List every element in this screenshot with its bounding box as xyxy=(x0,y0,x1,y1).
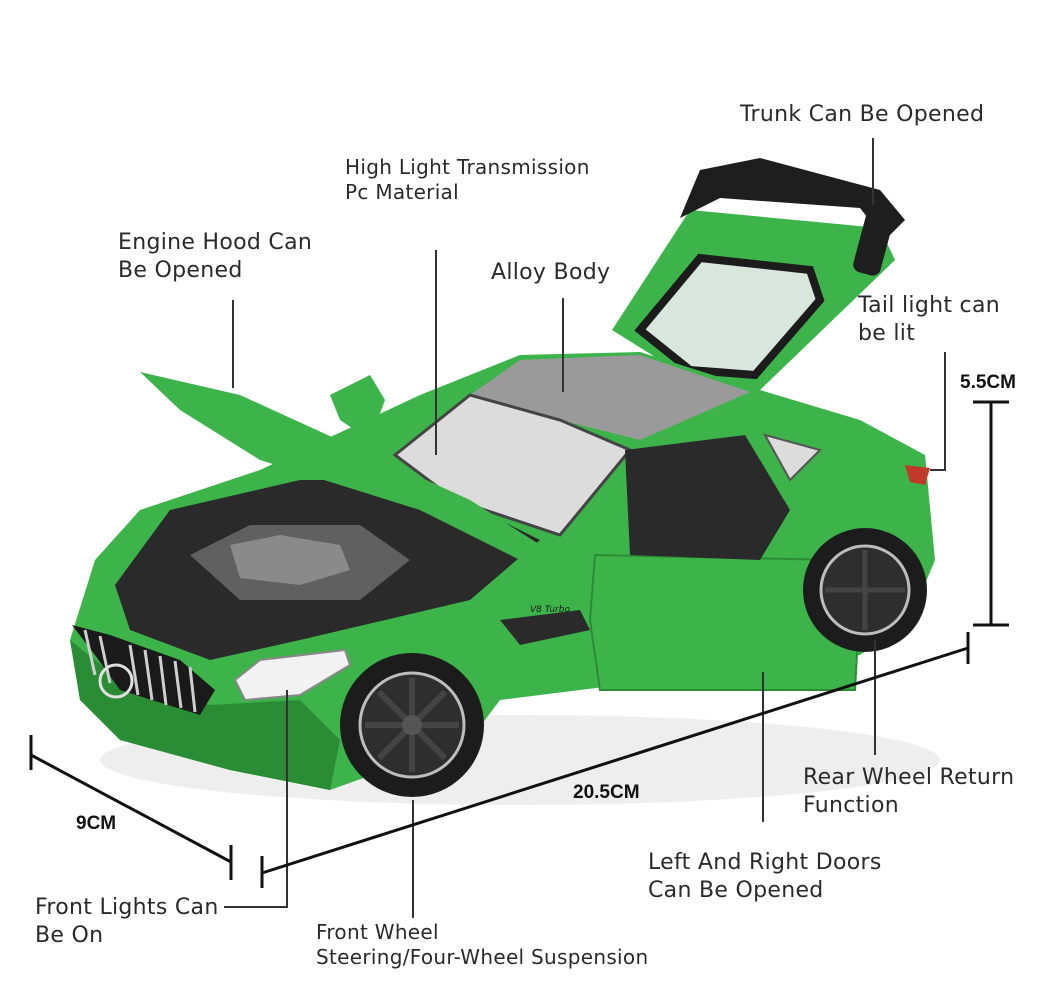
tail-light-line-2: be lit xyxy=(858,321,916,346)
front-lights-leader-line xyxy=(224,690,288,908)
front-wheel xyxy=(340,653,484,797)
callout-lines xyxy=(224,138,946,918)
dimension-lines xyxy=(29,400,1009,888)
trunk-callout-text: Trunk Can Be Opened xyxy=(740,102,985,127)
length-dimension-line xyxy=(261,646,969,875)
pc-material-line-2: Pc Material xyxy=(345,180,459,204)
open-trunk-with-spoiler xyxy=(612,158,905,390)
length-dimension-label: 20.5CM xyxy=(573,782,640,803)
height-dimension-label: 5.5CM xyxy=(960,372,1016,393)
front-wheel-line-2: Steering/Four-Wheel Suspension xyxy=(316,945,649,969)
width-dimension-line xyxy=(30,753,232,864)
side-mirror xyxy=(330,375,385,440)
v8-badge: V8 Turbo xyxy=(530,605,570,615)
front-lights-callout: Front Lights Can Be On xyxy=(35,894,219,950)
hood-line-1: Engine Hood Can xyxy=(118,230,313,255)
tail-light-line-1: Tail light can xyxy=(858,293,1000,318)
front-lights-line-2: Be On xyxy=(35,923,104,948)
headlight xyxy=(233,648,352,702)
tail-light xyxy=(905,465,930,485)
hood-line-2: Be Opened xyxy=(118,258,243,283)
interior-seat xyxy=(625,435,790,560)
rear-wheel-line-2: Function xyxy=(803,793,899,818)
pc-material-line-1: High Light Transmission xyxy=(345,155,590,179)
tail-leader-line xyxy=(930,352,946,471)
trunk-callout: Trunk Can Be Opened xyxy=(740,101,984,129)
alloy-body-text: Alloy Body xyxy=(491,260,611,285)
front-lights-line-1: Front Lights Can xyxy=(35,895,219,920)
roof xyxy=(470,355,750,440)
front-wheel-callout: Front Wheel Steering/Four-Wheel Suspensi… xyxy=(316,920,648,970)
doors-line-1: Left And Right Doors xyxy=(648,850,882,875)
width-dimension-label: 9CM xyxy=(76,813,117,834)
rear-wheel-callout: Rear Wheel Return Function xyxy=(803,764,1014,820)
car-body: V8 Turbo xyxy=(70,352,935,790)
hood-callout: Engine Hood Can Be Opened xyxy=(118,229,312,285)
brand-emblem-icon xyxy=(98,663,134,699)
alloy-body-callout: Alloy Body xyxy=(491,259,610,287)
open-hood xyxy=(140,372,545,560)
front-wheel-line-1: Front Wheel xyxy=(316,920,439,944)
doors-line-2: Can Be Opened xyxy=(648,878,824,903)
rear-wheel xyxy=(803,528,927,652)
rear-wheel-line-1: Rear Wheel Return xyxy=(803,765,1015,790)
pc-material-callout: High Light Transmission Pc Material xyxy=(345,155,590,205)
tail-light-callout: Tail light can be lit xyxy=(858,292,1000,348)
doors-callout: Left And Right Doors Can Be Opened xyxy=(648,849,882,905)
